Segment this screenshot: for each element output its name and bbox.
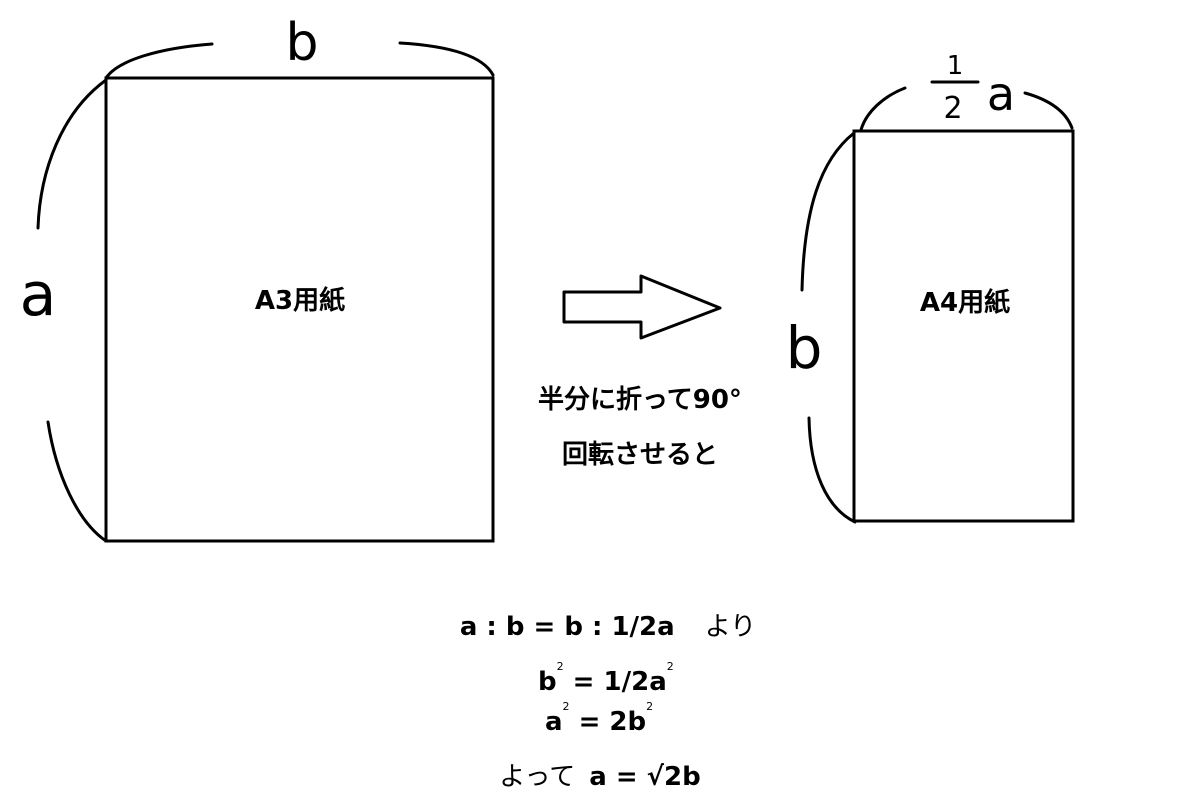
a3-top-label-b: b (285, 13, 318, 73)
a3-paper-label: A3用紙 (255, 285, 345, 316)
a4-left-brace-bottom (807, 416, 857, 524)
a4-top-fraction-numerator: 1 (947, 51, 964, 81)
a4-top-label-a: a (987, 67, 1015, 121)
a4-top-brace-right (1023, 91, 1074, 130)
a3-left-label-a: a (20, 260, 57, 330)
a4-left-label-b: b (786, 314, 823, 382)
a3-left-brace-top (36, 78, 108, 230)
a4-top-fraction-denominator: 2 (943, 91, 962, 126)
a4-paper-label: A4用紙 (920, 287, 1010, 318)
a3-top-brace-right (398, 41, 495, 77)
a4-left-brace-top (800, 131, 856, 292)
arrow-right (562, 274, 722, 340)
equation-line2: b2 = 1/2a2 (538, 660, 674, 697)
a3-left-brace-bottom (46, 420, 108, 543)
a3-paper-rect (104, 76, 495, 543)
fold-caption-line1: 半分に折って90° (538, 385, 742, 415)
equation-line3: a2 = 2b2 (545, 700, 653, 737)
fold-caption-line2: 回転させると (562, 440, 718, 470)
a3-top-brace-left (104, 42, 214, 80)
a4-paper-rect (852, 129, 1075, 523)
a4-top-brace-left (859, 86, 907, 132)
